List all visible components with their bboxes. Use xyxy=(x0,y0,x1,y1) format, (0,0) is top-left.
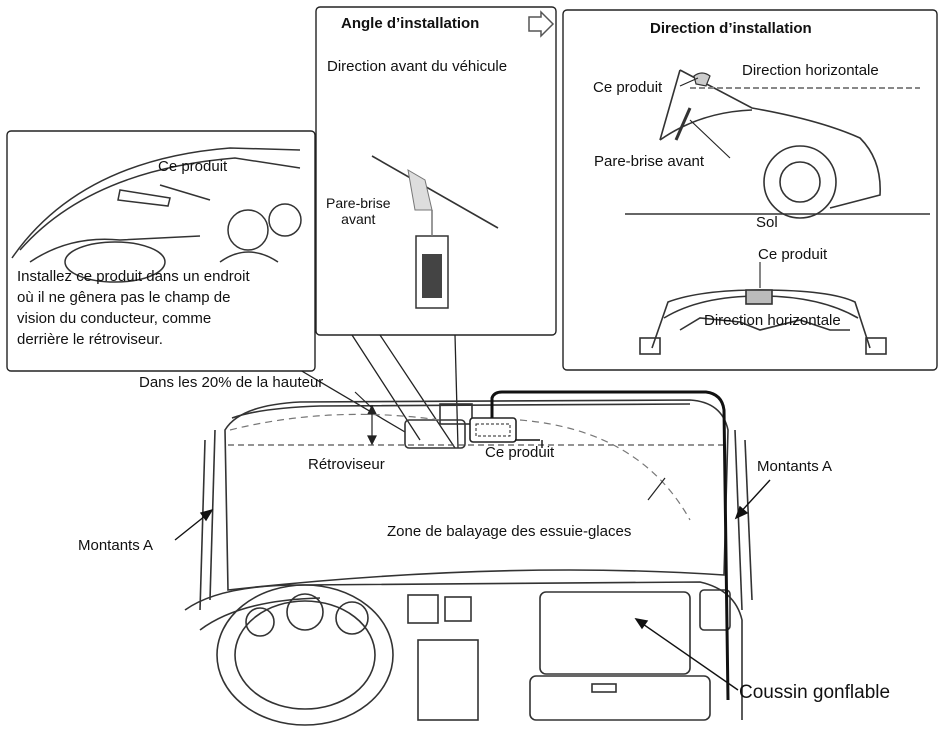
direction-inset-side-car xyxy=(625,69,930,219)
direction-panel-title: Direction d’installation xyxy=(650,20,812,37)
height-dimension-arrow xyxy=(354,391,377,446)
product-label-main: Ce produit xyxy=(485,444,555,461)
a-pillar-label-left: Montants A xyxy=(78,537,154,554)
angle-inset-panel xyxy=(315,6,557,336)
windshield-label-angle: Pare-brise avant xyxy=(326,195,391,227)
airbag-label: Coussin gonflable xyxy=(739,682,891,703)
car-interior-front-view xyxy=(184,399,753,726)
a-pillar-label-right: Montants A xyxy=(757,458,833,475)
product-label-front: Ce produit xyxy=(758,246,828,263)
direction-inset-front-car xyxy=(639,289,887,355)
power-cable xyxy=(490,390,730,701)
interior-inset-drawing xyxy=(11,147,302,283)
instruction-line-2: où il ne gênera pas le champ de xyxy=(17,289,231,306)
horizontal-label-front: Direction horizontale xyxy=(704,312,841,329)
product-device xyxy=(469,417,517,443)
instruction-line-1: Installez ce produit dans un endroit xyxy=(17,268,250,285)
windshield-label-line-2: avant xyxy=(341,211,376,227)
windshield-label-direction: Pare-brise avant xyxy=(594,153,705,170)
wiper-sweep-arcs xyxy=(229,413,691,521)
installation-instruction: Installez ce produit dans un endroit où … xyxy=(17,266,250,350)
angle-panel-title: Angle d’installation xyxy=(341,15,480,32)
pointer-arrows xyxy=(174,439,771,691)
height-limit-label: Dans les 20% de la hauteur xyxy=(139,374,324,391)
ground-label: Sol xyxy=(756,214,778,231)
direction-leaders xyxy=(679,77,761,288)
instruction-line-3: vision du conducteur, comme xyxy=(17,310,212,327)
arrow-right-icon xyxy=(528,10,555,38)
windshield-label-line-1: Pare-brise xyxy=(326,195,391,211)
callout-leaders xyxy=(299,334,459,449)
angle-inset-drawing xyxy=(371,155,499,309)
direction-inset-panel xyxy=(562,9,938,371)
mirror-label: Rétroviseur xyxy=(308,456,385,473)
instruction-line-4: derrière le rétroviseur. xyxy=(17,331,163,348)
product-label-side: Ce produit xyxy=(593,79,663,96)
forward-direction-label: Direction avant du véhicule xyxy=(327,58,508,75)
horizontal-label-side: Direction horizontale xyxy=(742,62,879,79)
product-label-interior: Ce produit xyxy=(158,158,228,175)
wiper-zone-label: Zone de balayage des essuie-glaces xyxy=(387,523,632,540)
